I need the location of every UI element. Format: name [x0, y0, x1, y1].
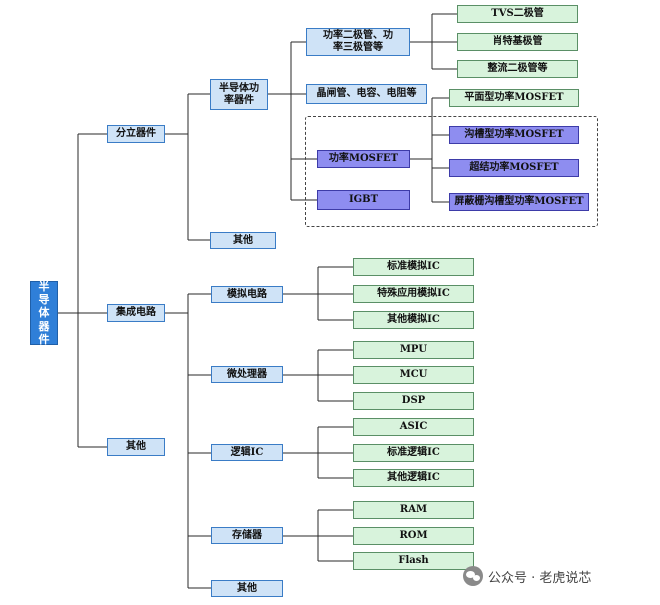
node-sgt-mosfet-label: 屏蔽栅沟槽型功率MOSFET [454, 196, 584, 207]
node-mcu-label: MCU [399, 369, 428, 380]
node-logic-ic-label: 逻辑IC [230, 446, 264, 458]
node-thyristor-label: 晶闸管、电容、电阻等 [316, 88, 417, 99]
node-discrete-devices-label: 分立器件 [116, 128, 156, 139]
node-integrated-circuits: 集成电路 [107, 304, 165, 322]
node-discrete-other-label: 其他 [233, 234, 253, 246]
node-other-logic-ic-label: 其他逻辑IC [387, 472, 440, 483]
node-standard-logic-ic: 标准逻辑IC [353, 444, 474, 462]
node-analog-circuit-label: 模拟电路 [227, 288, 267, 300]
node-trench-mosfet: 沟槽型功率MOSFET [449, 126, 579, 144]
node-standard-logic-ic-label: 标准逻辑IC [387, 447, 440, 458]
node-tvs-diode: TVS二极管 [457, 5, 578, 23]
node-other-logic-ic: 其他逻辑IC [353, 469, 474, 487]
node-superjunction-mosfet-label: 超结功率MOSFET [469, 162, 559, 173]
node-mpu: MPU [353, 341, 474, 359]
node-dsp-label: DSP [401, 395, 426, 406]
node-ram: RAM [353, 501, 474, 519]
watermark: 公众号 · 老虎说芯 [463, 566, 591, 586]
node-memory: 存储器 [211, 527, 283, 544]
root-label: 半导体器件 [38, 280, 50, 346]
node-power-devices-label: 半导体功率器件 [219, 82, 259, 106]
node-other-analog-ic: 其他模拟IC [353, 311, 474, 329]
watermark-text: 公众号 · 老虎说芯 [488, 570, 592, 586]
node-mcu: MCU [353, 366, 474, 384]
node-planar-mosfet: 平面型功率MOSFET [449, 89, 579, 107]
node-other-level1: 其他 [107, 438, 165, 456]
node-rom-label: ROM [399, 530, 428, 541]
node-planar-mosfet-label: 平面型功率MOSFET [464, 92, 564, 103]
node-ram-label: RAM [399, 504, 428, 515]
node-schottky-diode-label: 肖特基极管 [492, 36, 543, 47]
mosfet-igbt-group-outline [305, 116, 598, 227]
node-microprocessor: 微处理器 [211, 366, 283, 383]
node-thyristor: 晶闸管、电容、电阻等 [306, 84, 427, 104]
node-power-mosfet: 功率MOSFET [317, 150, 410, 168]
node-rom: ROM [353, 527, 474, 545]
node-discrete-other: 其他 [210, 232, 276, 249]
node-superjunction-mosfet: 超结功率MOSFET [449, 159, 579, 177]
node-dsp: DSP [353, 392, 474, 410]
node-igbt-label: IGBT [348, 194, 379, 205]
node-other-analog-ic-label: 其他模拟IC [387, 314, 440, 325]
node-asic: ASIC [353, 418, 474, 436]
node-trench-mosfet-label: 沟槽型功率MOSFET [464, 129, 564, 140]
node-ic-other-label: 其他 [237, 582, 257, 594]
node-special-analog-ic-label: 特殊应用模拟IC [377, 288, 450, 299]
node-ic-other: 其他 [211, 580, 283, 597]
node-power-devices: 半导体功率器件 [210, 79, 268, 110]
node-power-diode-triode: 功率二极管、功率三极管等 [306, 28, 410, 56]
node-asic-label: ASIC [399, 421, 428, 432]
node-igbt: IGBT [317, 190, 410, 210]
node-standard-analog-ic: 标准模拟IC [353, 258, 474, 276]
root-node: 半导体器件 [30, 280, 58, 346]
node-schottky-diode: 肖特基极管 [457, 33, 578, 51]
wechat-icon [463, 566, 483, 586]
node-microprocessor-label: 微处理器 [227, 368, 267, 380]
node-analog-circuit: 模拟电路 [211, 286, 283, 303]
node-logic-ic: 逻辑IC [211, 444, 283, 461]
node-flash: Flash [353, 552, 474, 570]
node-sgt-mosfet: 屏蔽栅沟槽型功率MOSFET [449, 193, 589, 211]
node-special-analog-ic: 特殊应用模拟IC [353, 285, 474, 303]
node-standard-analog-ic-label: 标准模拟IC [387, 261, 440, 272]
node-other-level1-label: 其他 [126, 441, 146, 452]
node-rectifier-diode-label: 整流二极管等 [487, 63, 548, 74]
node-memory-label: 存储器 [232, 529, 262, 541]
node-rectifier-diode: 整流二极管等 [457, 60, 578, 78]
node-discrete-devices: 分立器件 [107, 125, 165, 143]
node-integrated-circuits-label: 集成电路 [116, 307, 156, 318]
node-power-diode-triode-label: 功率二极管、功率三极管等 [323, 30, 393, 53]
node-flash-label: Flash [398, 555, 429, 566]
node-power-mosfet-label: 功率MOSFET [328, 153, 399, 164]
node-tvs-diode-label: TVS二极管 [491, 8, 544, 19]
node-mpu-label: MPU [399, 344, 428, 355]
